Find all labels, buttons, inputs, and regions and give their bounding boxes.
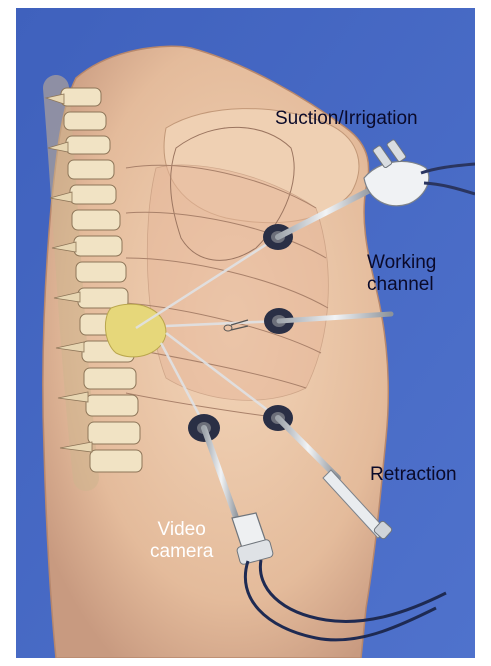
label-retraction: Retraction [370,464,457,486]
label-working-channel-line2: channel [367,274,436,296]
label-video-camera-line1: Video [150,519,213,541]
label-video-camera-line2: camera [150,541,213,563]
spinal-lesion [105,304,166,357]
label-video-camera: Video camera [150,519,213,563]
label-working-channel-line1: Working [367,252,436,274]
label-retraction-text: Retraction [370,464,457,486]
label-working-channel: Working channel [367,252,436,296]
label-suction-irrigation-text: Suction/Irrigation [275,108,418,130]
thoracoscopy-illustration [16,8,475,658]
label-suction-irrigation: Suction/Irrigation [275,108,418,130]
